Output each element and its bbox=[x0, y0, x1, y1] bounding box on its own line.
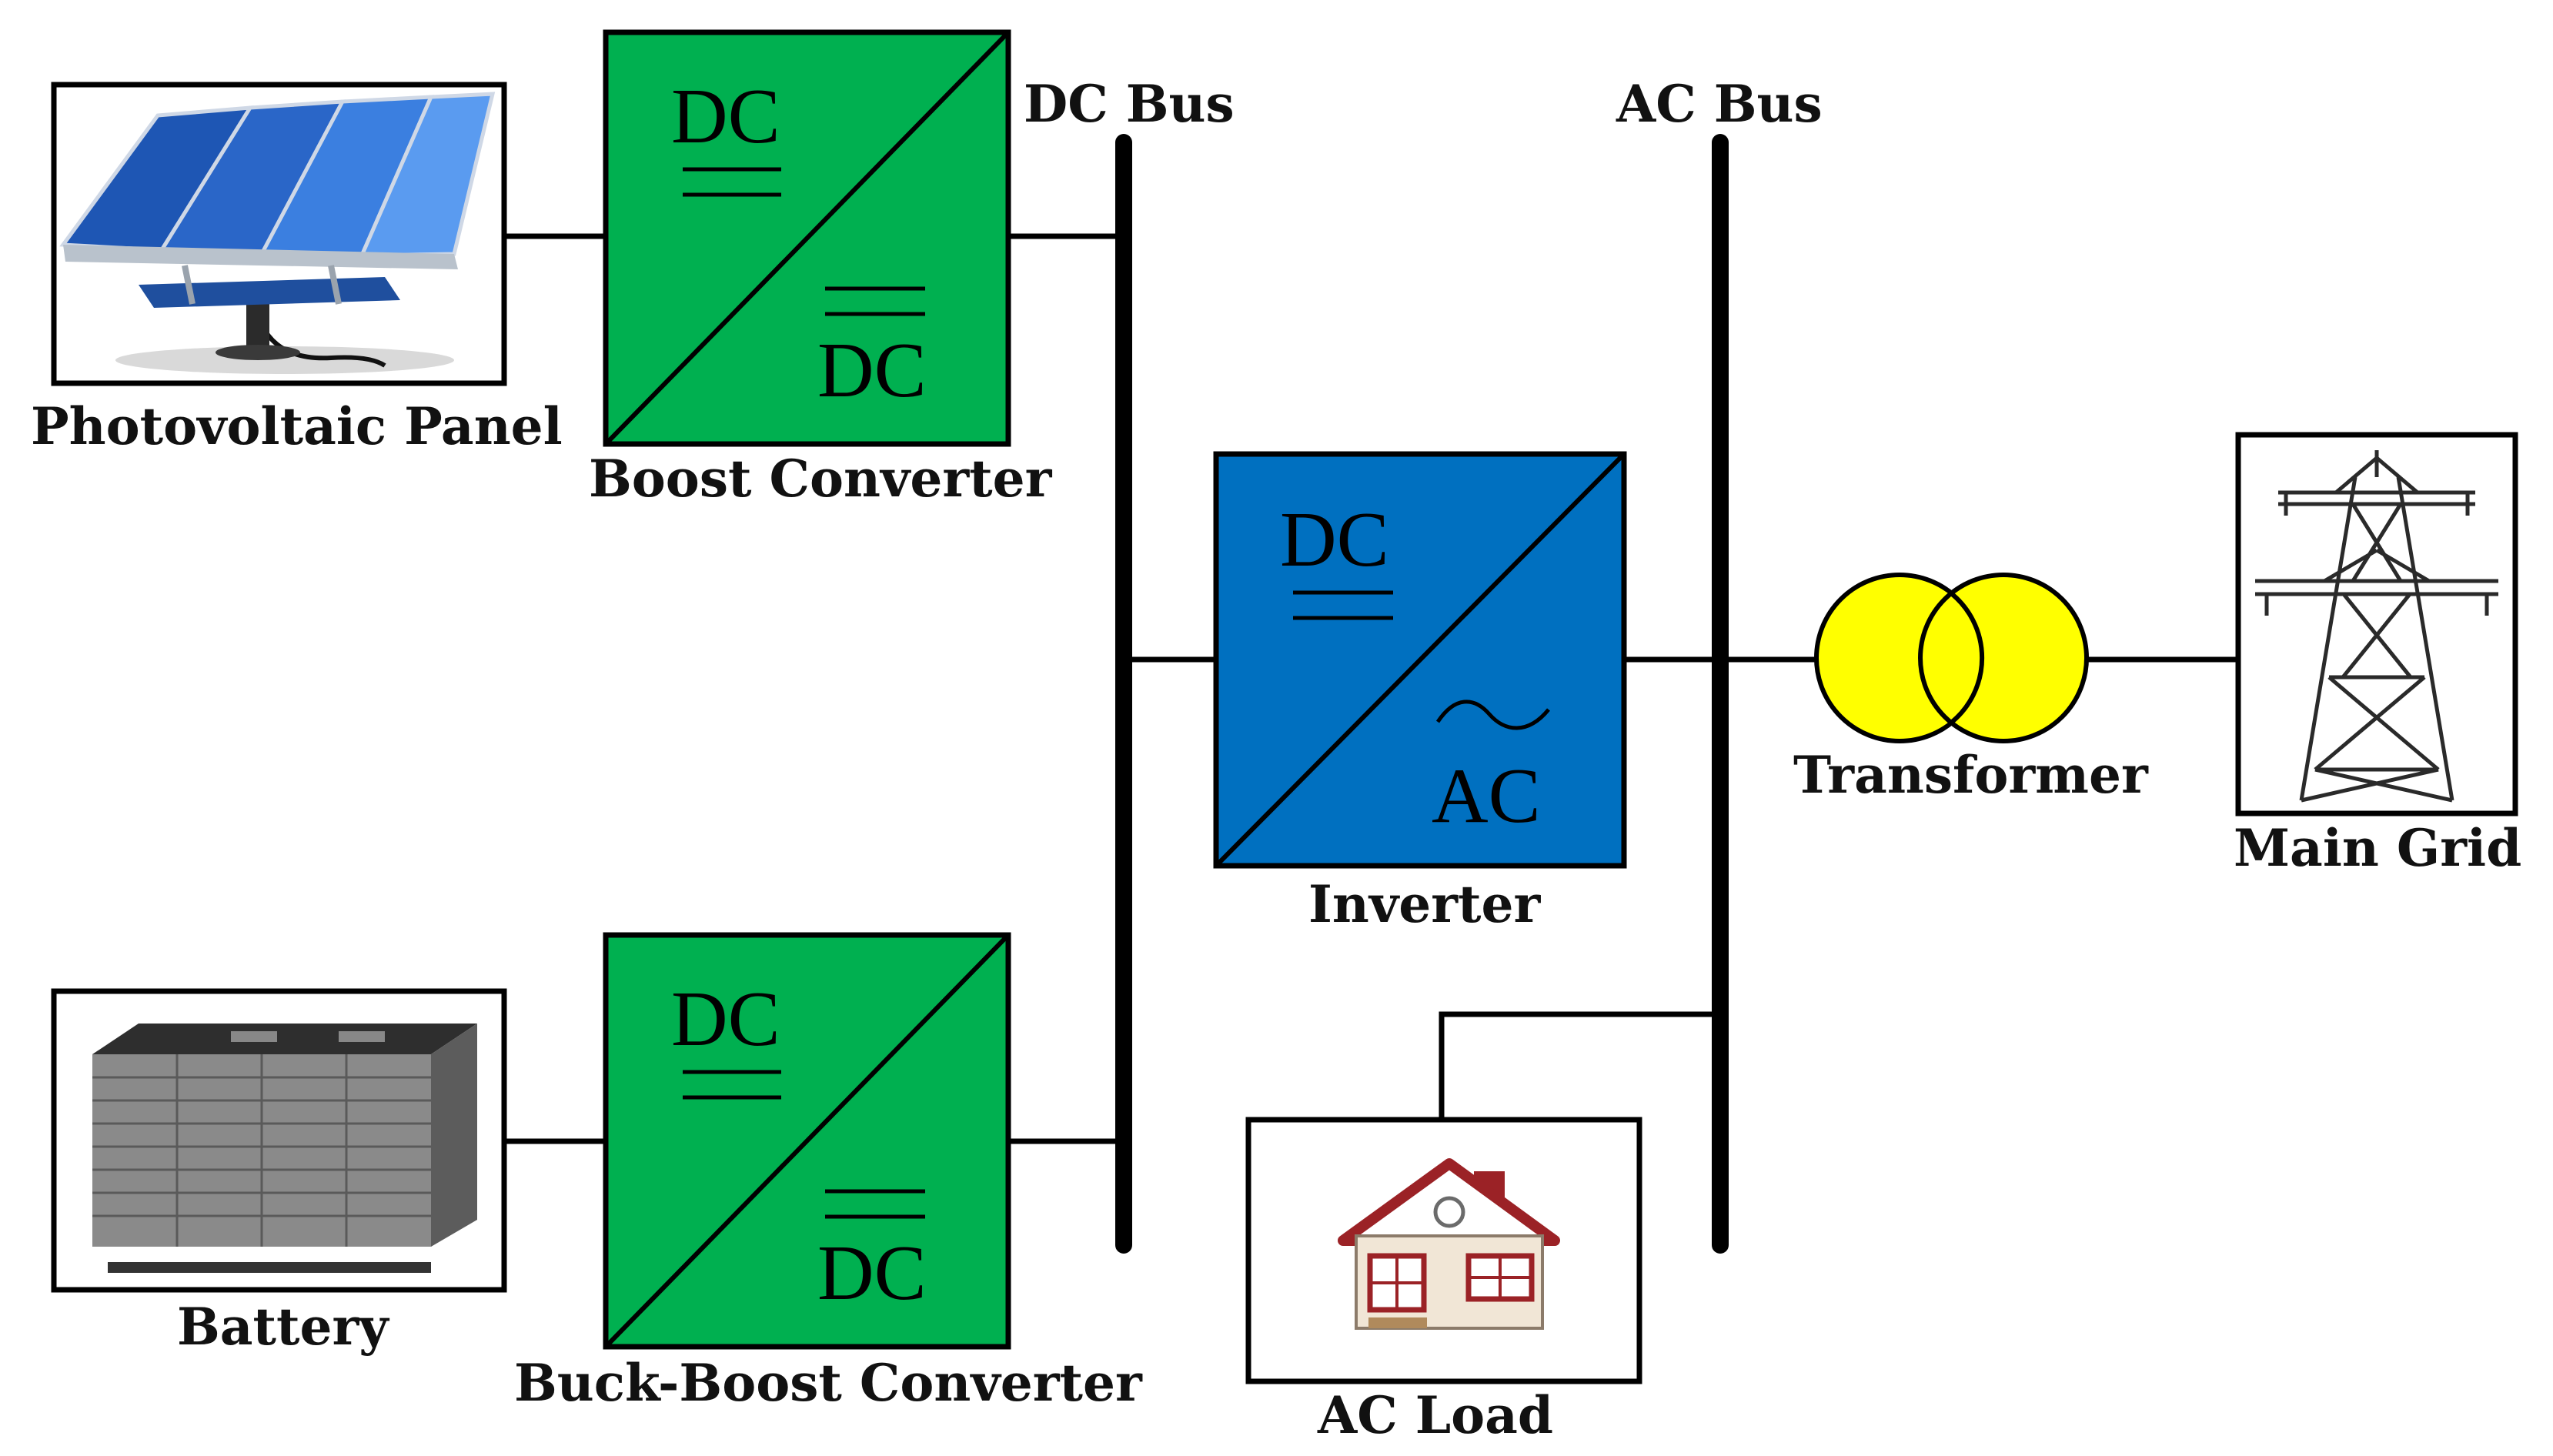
battery-label: Battery bbox=[177, 1297, 389, 1357]
inverter-ac-bottom: AC bbox=[1432, 753, 1541, 840]
photovoltaic-panel bbox=[51, 82, 507, 386]
dc-bus-label: DC Bus bbox=[1024, 74, 1235, 134]
ac-load-label: AC Load bbox=[1317, 1385, 1553, 1445]
main-grid-label: Main Grid bbox=[2234, 818, 2521, 878]
buck-boost-dc-bottom: DC bbox=[817, 1230, 927, 1317]
boost-dc-top: DC bbox=[671, 73, 780, 160]
battery-pack-icon bbox=[92, 1024, 477, 1273]
photovoltaic-panel-label: Photovoltaic Panel bbox=[31, 396, 563, 456]
inverter-ac-symbol bbox=[1435, 700, 1550, 730]
battery bbox=[51, 988, 507, 1293]
inverter-label: Inverter bbox=[1308, 874, 1541, 934]
transformer bbox=[1814, 573, 2089, 743]
house-icon bbox=[1338, 1158, 1560, 1330]
boost-converter: DC DC bbox=[603, 29, 1011, 447]
buck-boost-converter-label: Buck-Boost Converter bbox=[514, 1353, 1143, 1413]
main-grid bbox=[2235, 432, 2518, 816]
ac-bus-label: AC Bus bbox=[1616, 74, 1823, 134]
transformer-label: Transformer bbox=[1793, 745, 2149, 805]
inverter-dc-top: DC bbox=[1280, 496, 1389, 583]
transmission-tower-icon bbox=[2255, 450, 2498, 803]
inverter: DC AC bbox=[1213, 451, 1627, 869]
boost-dc-bottom: DC bbox=[817, 327, 927, 414]
solar-panel-icon bbox=[59, 92, 496, 374]
buck-boost-converter: DC DC bbox=[603, 932, 1011, 1350]
ac-load bbox=[1245, 1117, 1642, 1384]
buck-boost-dc-top: DC bbox=[671, 976, 780, 1063]
boost-converter-label: Boost Converter bbox=[589, 449, 1053, 509]
